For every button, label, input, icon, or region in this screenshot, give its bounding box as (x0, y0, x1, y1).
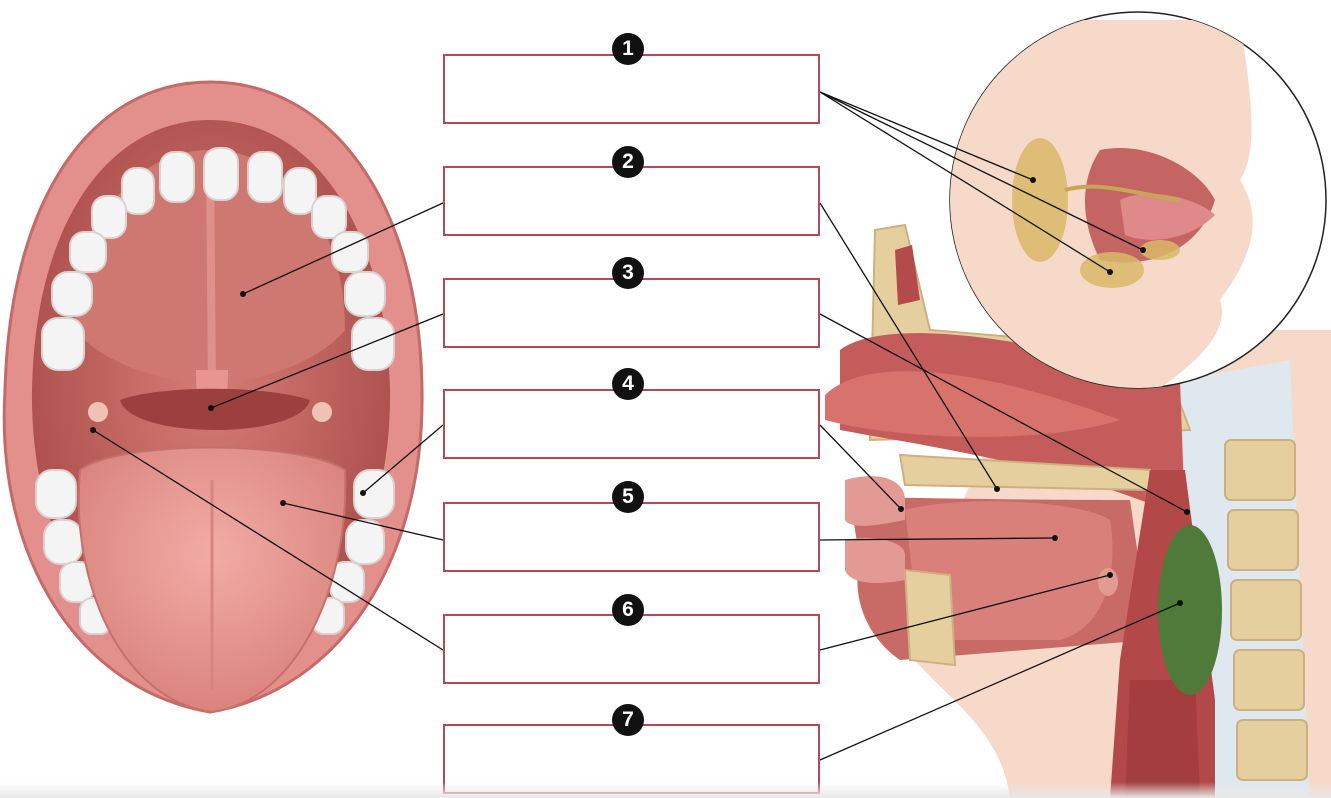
number-badge-5: 5 (612, 481, 644, 513)
tonsil-marker-right (312, 402, 332, 422)
open-mouth-illustration (4, 82, 422, 712)
bottom-shadow (0, 782, 1331, 798)
number-badge-4: 4 (612, 368, 644, 400)
number-badge-1: 1 (612, 33, 644, 65)
adenoid-green (1158, 525, 1222, 695)
trachea (1125, 680, 1200, 798)
salivary-gland-inset (950, 12, 1326, 388)
epiglottis (1098, 568, 1118, 596)
number-badge-6: 6 (612, 594, 644, 626)
vertebrae (1225, 440, 1307, 780)
number-badge-7: 7 (612, 704, 644, 736)
number-badge-2: 2 (612, 146, 644, 178)
frontal-sinus (895, 245, 920, 305)
number-badge-3: 3 (612, 257, 644, 289)
tonsil-marker-left (88, 402, 108, 422)
